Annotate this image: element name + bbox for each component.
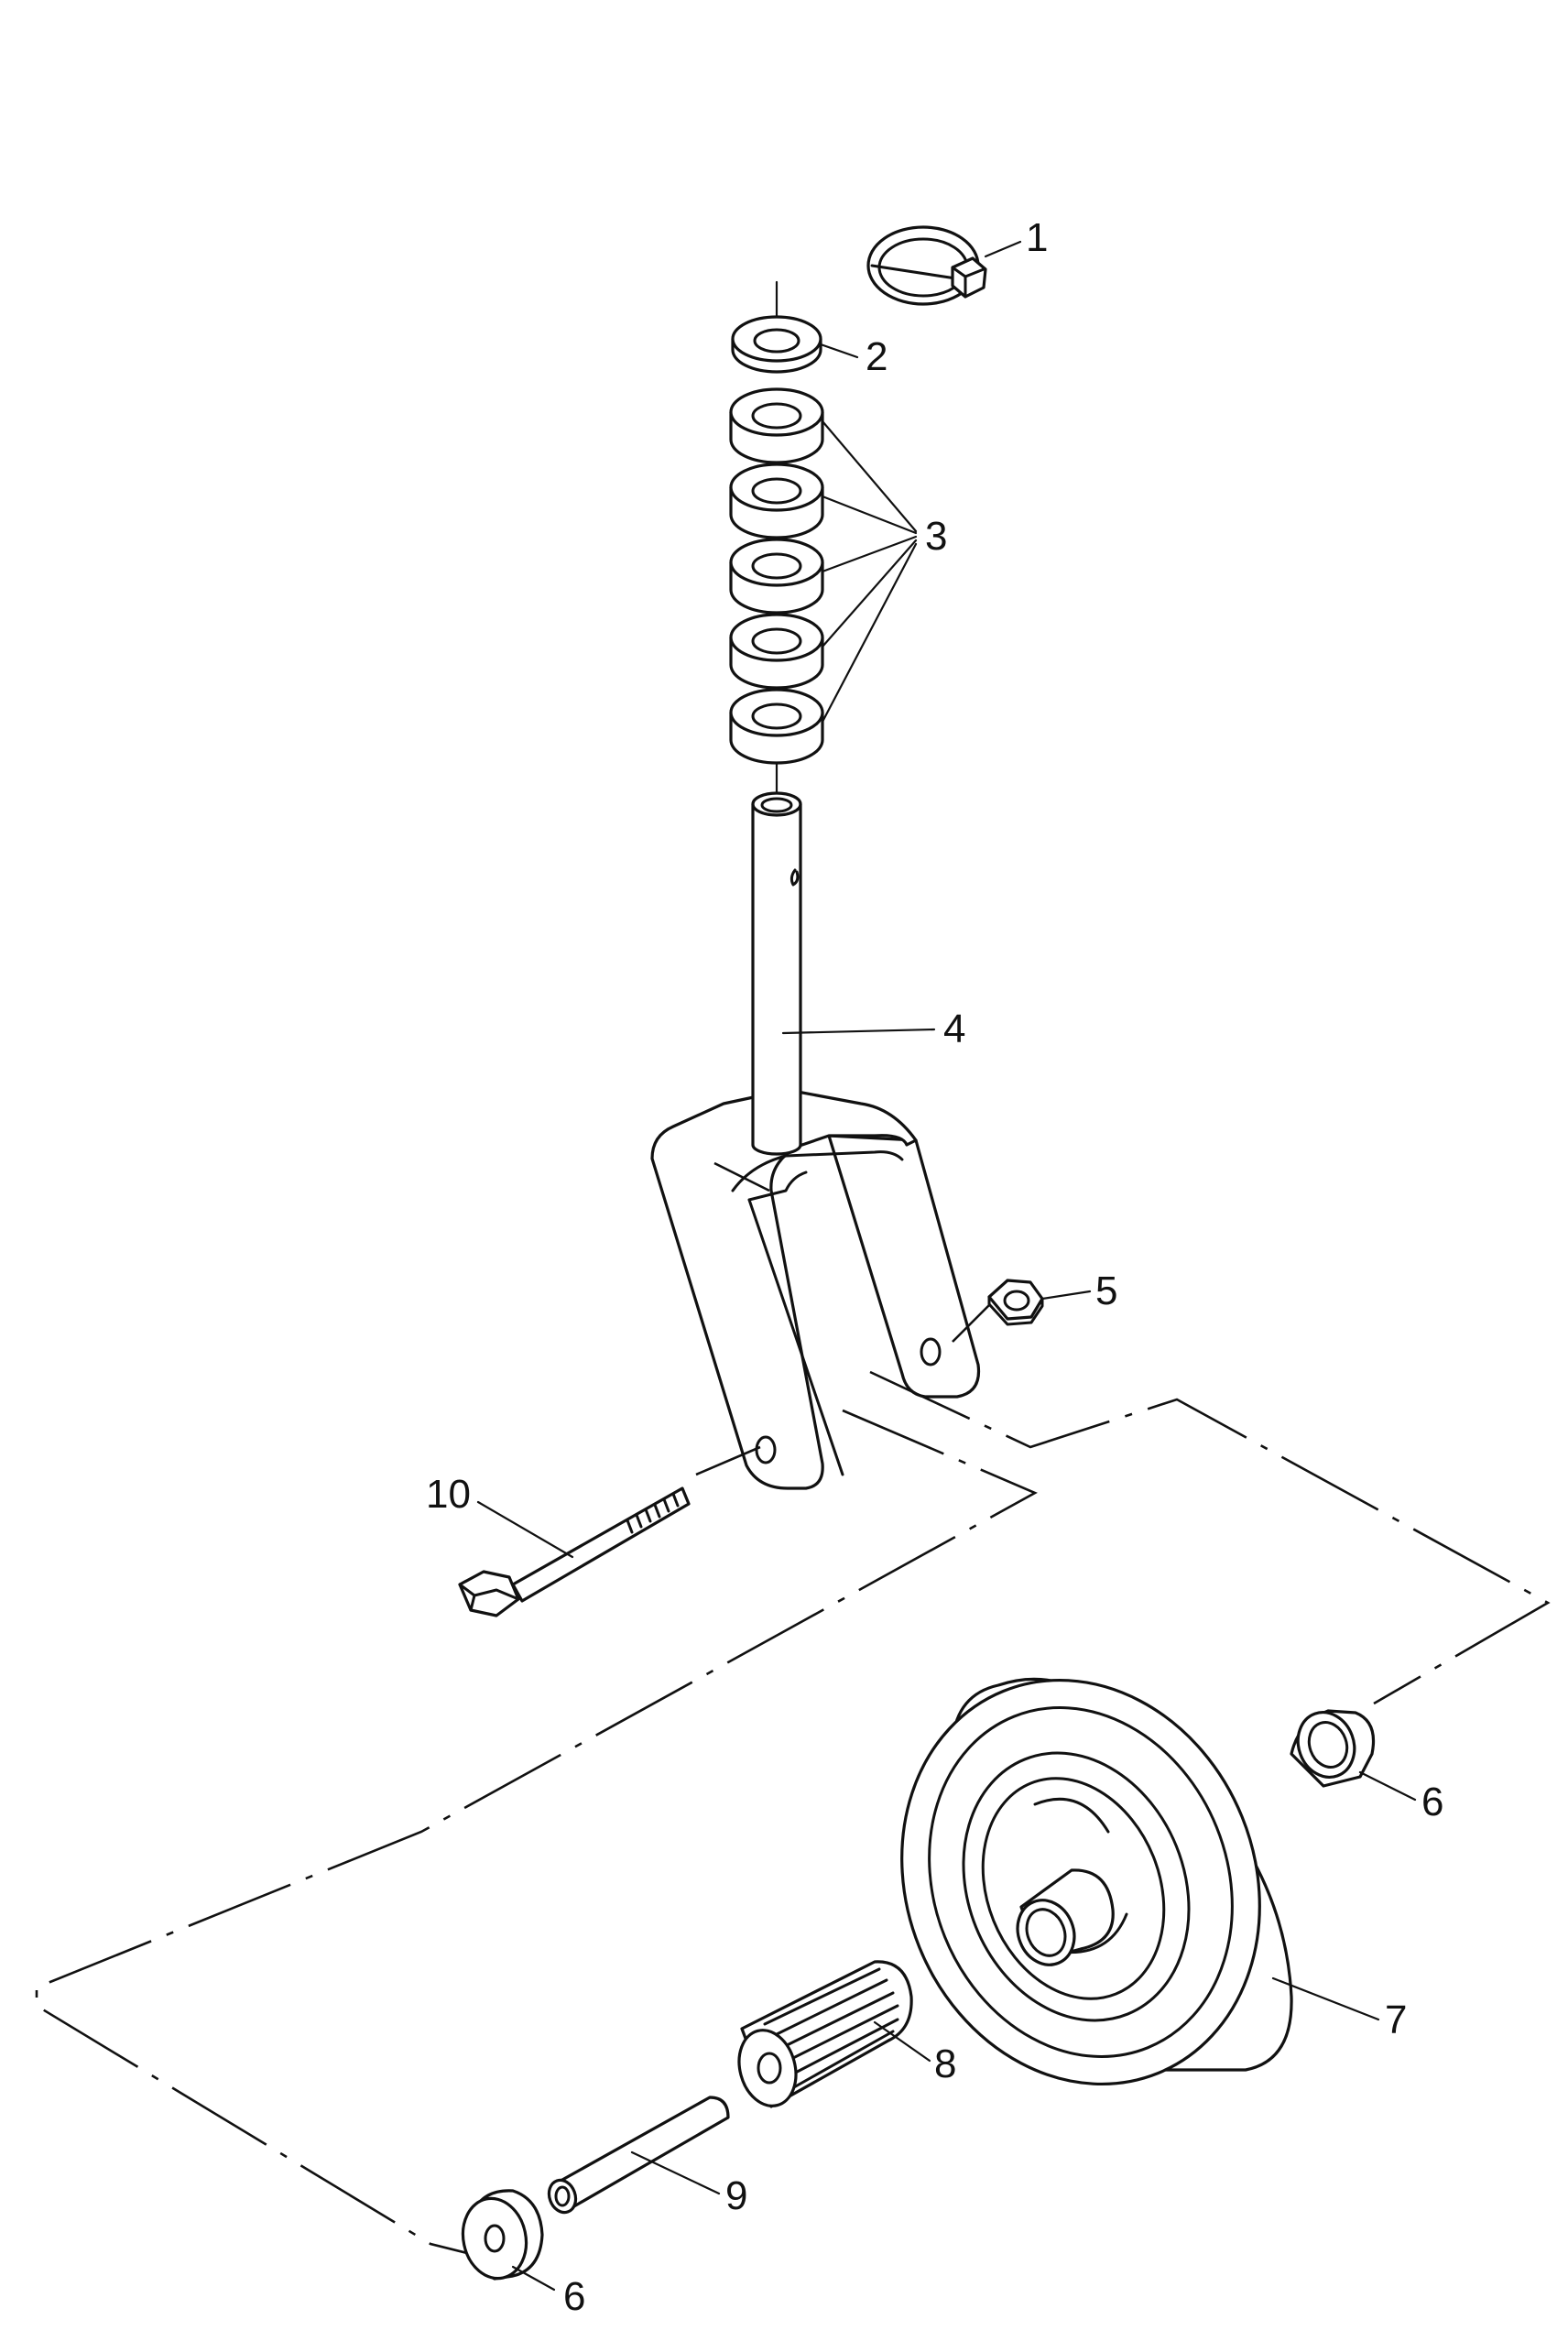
assembly-line-right [869, 1370, 1551, 1705]
callout-5: 5 [1095, 1268, 1117, 1313]
part-6-bushing-right [1290, 1709, 1376, 1788]
spacer-4 [729, 613, 824, 690]
assembly-line-nut [952, 1304, 990, 1343]
spacer-1 [729, 387, 824, 464]
part-6-spacer-left [461, 2189, 544, 2281]
spacer-2 [729, 463, 824, 539]
callout-2: 2 [866, 334, 887, 379]
callout-10: 10 [426, 1472, 471, 1517]
callout-6-left: 6 [563, 2274, 585, 2319]
part-1-lynch-pin [866, 225, 987, 306]
part-2-washer [731, 315, 822, 374]
callout-4: 4 [943, 1007, 965, 1051]
part-3-spacer-stack [729, 387, 824, 765]
callout-7: 7 [1385, 1998, 1407, 2042]
callout-6-right: 6 [1421, 1780, 1443, 1824]
spacer-3 [729, 538, 824, 615]
callout-8: 8 [934, 2041, 956, 2086]
part-5-lock-nut [987, 1279, 1044, 1326]
part-9-axle-pin [547, 2096, 730, 2215]
part-7-wheel [900, 1677, 1293, 2086]
part-10-bolt [458, 1486, 691, 1617]
fork-hole-back [920, 1337, 942, 1366]
callout-1: 1 [1026, 215, 1048, 260]
part-8-roller-bearing [737, 1960, 913, 2108]
assembly-line-left [35, 1409, 1038, 2255]
spacer-5 [729, 688, 824, 765]
callout-3: 3 [925, 514, 947, 559]
leader-lines [476, 240, 1417, 2292]
assembly-line-bolt [695, 1445, 761, 1476]
part-4-caster-fork [650, 791, 981, 1490]
callout-9: 9 [725, 2173, 747, 2218]
